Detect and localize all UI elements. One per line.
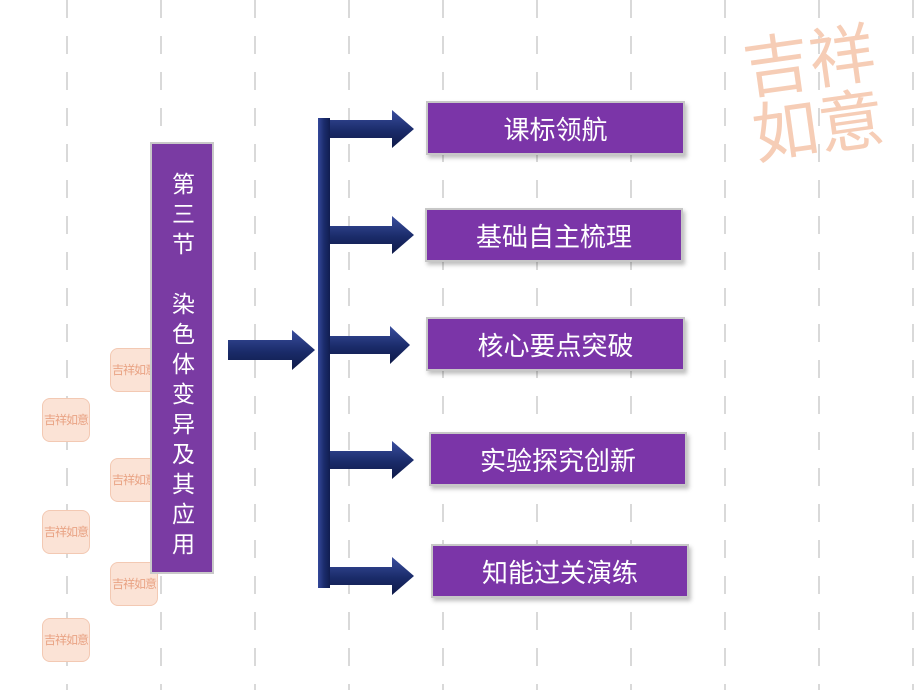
section-title-box: 第三节 染色体变异及其应用	[150, 142, 214, 574]
item-box-1[interactable]: 课标领航	[426, 101, 685, 155]
main-arrow	[228, 330, 315, 370]
section-title: 染色体变异及其应用	[172, 292, 195, 558]
item-label-3: 核心要点突破	[477, 331, 634, 362]
trunk-line	[318, 118, 330, 588]
small-seal: 吉祥如意	[42, 510, 90, 554]
section-number: 第三节	[172, 172, 195, 258]
item-box-4[interactable]: 实验探究创新	[429, 432, 687, 486]
branch-arrow-5	[330, 557, 414, 595]
branch-arrow-1	[330, 110, 414, 148]
item-box-2[interactable]: 基础自主梳理	[425, 208, 683, 262]
item-box-3[interactable]: 核心要点突破	[426, 317, 685, 371]
item-label-1: 课标领航	[503, 115, 608, 146]
small-seal: 吉祥如意	[42, 618, 90, 662]
item-label-4: 实验探究创新	[479, 446, 636, 477]
branch-arrow-3	[330, 326, 410, 364]
item-label-2: 基础自主梳理	[475, 222, 632, 253]
branch-arrow-2	[330, 216, 414, 254]
item-label-5: 知能过关演练	[481, 558, 638, 589]
branch-arrow-4	[330, 441, 414, 479]
small-seal: 吉祥如意	[42, 398, 90, 442]
item-box-5[interactable]: 知能过关演练	[431, 544, 689, 598]
